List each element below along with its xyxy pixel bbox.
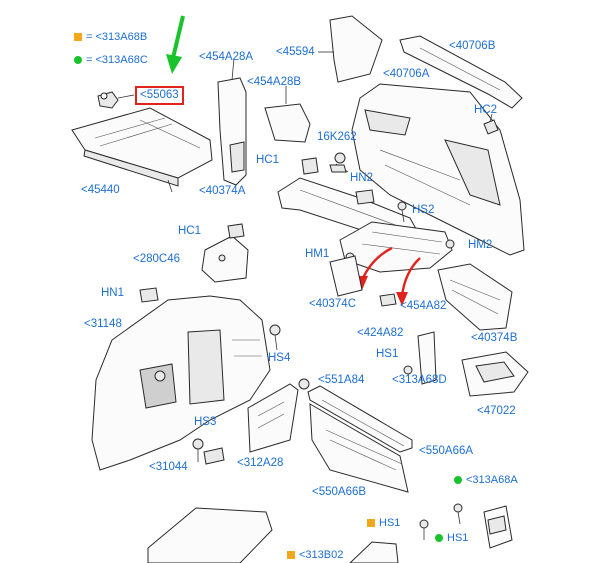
- part-bottom-floor-tray: [147, 507, 273, 563]
- fastener-HN1: [139, 287, 159, 303]
- highlight-label: <55063: [140, 89, 179, 101]
- part-45440-cargo-cover: [71, 107, 213, 193]
- part-313B02: [349, 541, 399, 563]
- part-454A28B-cover: [264, 86, 311, 143]
- part-280C46-bracket: [201, 235, 249, 283]
- part-454A28A-pillar-trim: [217, 57, 247, 186]
- part-551A84-clip: [298, 378, 310, 390]
- label-45440: <45440: [81, 184, 120, 196]
- fastener-HS3: [192, 438, 204, 462]
- part-55063-hook: [97, 91, 135, 109]
- label-424A82: <424A82: [357, 327, 404, 339]
- label-454A28B: <454A28B: [247, 76, 302, 88]
- label-313B02: <313B02: [299, 549, 344, 561]
- fastener-HS2: [397, 201, 407, 223]
- fastener-HC1-upper: [301, 157, 319, 175]
- highlighted-part-55063: <55063: [135, 86, 184, 105]
- label-40706A: <40706A: [383, 68, 430, 80]
- part-550A66B-floor-panel: [309, 403, 409, 493]
- label-HS4: HS4: [268, 352, 291, 364]
- part-45594-strip: [318, 15, 383, 83]
- green-dot-icon: [454, 476, 462, 484]
- part-312A28-panel: [247, 383, 299, 453]
- label-454A82: <454A82: [400, 300, 447, 312]
- fastener-HN2: [355, 189, 375, 205]
- label-HN2: HN2: [350, 172, 374, 184]
- label-40706B: <40706B: [449, 40, 496, 52]
- label-HC1-upper: HC1: [256, 154, 280, 166]
- label-40374C: <40374C: [309, 298, 356, 310]
- part-40706A-tailgate-trim: [351, 83, 525, 256]
- label-454A28A: <454A28A: [199, 51, 254, 63]
- part-47022-tray: [461, 351, 529, 397]
- label-550A66B: <550A66B: [312, 486, 367, 498]
- legend-orange-square: = <313A68B: [74, 31, 147, 43]
- label-312A28: <312A28: [237, 457, 284, 469]
- label-313A68A: <313A68A: [466, 474, 518, 486]
- part-31044-cap: [203, 447, 225, 465]
- green-dot-icon: [74, 56, 82, 64]
- label-HS1-bottom-right: HS1: [447, 532, 469, 544]
- legend-green-dot: = <313A68C: [74, 54, 148, 66]
- label-31044: <31044: [149, 461, 188, 473]
- orange-square-icon: [287, 551, 295, 559]
- part-16K262: [329, 152, 349, 173]
- label-550A66A: <550A66A: [419, 445, 474, 457]
- fastener-HM2: [445, 239, 455, 249]
- label-HN1: HN1: [101, 287, 125, 299]
- label-HC2: HC2: [474, 104, 498, 116]
- part-40374C-cover: [329, 255, 363, 297]
- label-HS1-dot: HS1: [435, 532, 468, 544]
- label-551A84: <551A84: [318, 374, 365, 386]
- label-40374A: <40374A: [199, 185, 246, 197]
- green-arrow-icon: [166, 15, 185, 74]
- part-313A68A-bracket: [483, 505, 513, 549]
- part-40706B-spoiler: [399, 35, 523, 109]
- label-HS1-square: HS1: [367, 517, 400, 529]
- part-313A68D-bracket: [403, 331, 437, 385]
- green-dot-icon: [435, 534, 443, 542]
- fastener-HC1-lower: [227, 223, 245, 239]
- fastener-HS1-bottom: [419, 503, 463, 540]
- label-16K262: 16K262: [317, 131, 357, 143]
- fastener-HC2: [483, 113, 499, 135]
- part-31148-quarter-trim: [91, 295, 271, 471]
- label-313A68A-with-dot: <313A68A: [454, 474, 518, 486]
- label-313A68D: <313A68D: [392, 374, 447, 386]
- label-31148: <31148: [84, 318, 122, 330]
- label-HM1: HM1: [305, 248, 330, 260]
- label-HS1-bottom-left: HS1: [379, 517, 401, 529]
- label-HS3: HS3: [194, 416, 217, 428]
- label-313B02-square: <313B02: [287, 549, 343, 561]
- part-40374B-trim: [437, 263, 513, 331]
- label-HS1-mid: HS1: [376, 348, 399, 360]
- part-550A66A-floor-panel: [307, 385, 413, 453]
- label-HS2: HS2: [412, 204, 435, 216]
- legend-text-313A68B: = <313A68B: [86, 31, 148, 43]
- legend-text-313A68C: = <313A68C: [86, 54, 148, 66]
- label-HC1-lower: HC1: [178, 225, 202, 237]
- label-40374B: <40374B: [471, 332, 518, 344]
- fastener-HS4: [269, 324, 281, 351]
- orange-square-icon: [74, 33, 82, 41]
- part-424A82: [379, 293, 397, 307]
- label-45594: <45594: [276, 46, 315, 58]
- label-HM2: HM2: [468, 239, 493, 251]
- label-47022: <47022: [477, 405, 516, 417]
- orange-square-icon: [367, 519, 375, 527]
- label-280C46: <280C46: [133, 253, 180, 265]
